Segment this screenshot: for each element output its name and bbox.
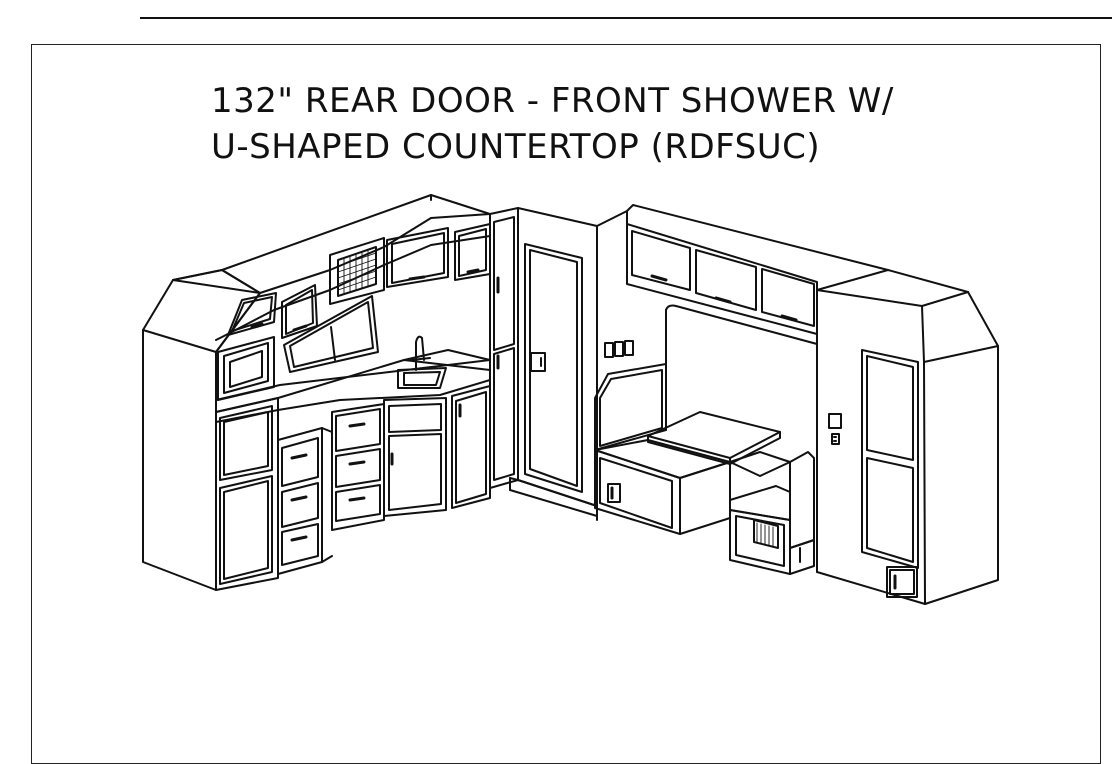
title-line-2: U-SHAPED COUNTERTOP (RDFSUC) [211,127,821,167]
lower-drawers-center [331,403,385,531]
top-rule [140,17,1112,19]
corner-base-cabinet [383,385,491,517]
window [283,295,379,373]
vent-panel [329,237,385,305]
sink-faucet [397,335,447,389]
access-hatch [886,566,918,598]
upper-cabinet-doors-left [227,223,491,339]
right-wall [596,204,889,521]
lower-drawers-left [277,427,333,575]
rv-interior-isometric-drawing [142,194,999,605]
right-end-tower [816,269,999,605]
upper-cabinets-right [626,210,818,335]
microwave [217,336,275,401]
refrigerator [215,397,279,591]
dinette-bench-right [729,451,815,575]
dinette-bench-left [594,363,731,535]
upper-cabinet-door [386,227,449,288]
tall-pantry [489,207,519,489]
heater-vent [753,519,779,549]
title-line-1: 132" REAR DOOR - FRONT SHOWER W/ [211,81,894,121]
wall-switch-panel [604,340,634,358]
upper-cabinet-door [227,292,277,336]
thermostat [828,413,842,429]
shower-stall [509,207,598,517]
floorplan-title: 132" REAR DOOR - FRONT SHOWER W/ U-SHAPE… [211,78,894,170]
galley-countertop [215,349,491,423]
left-wall-cabinetry [142,194,491,591]
dinette-table [647,411,781,465]
